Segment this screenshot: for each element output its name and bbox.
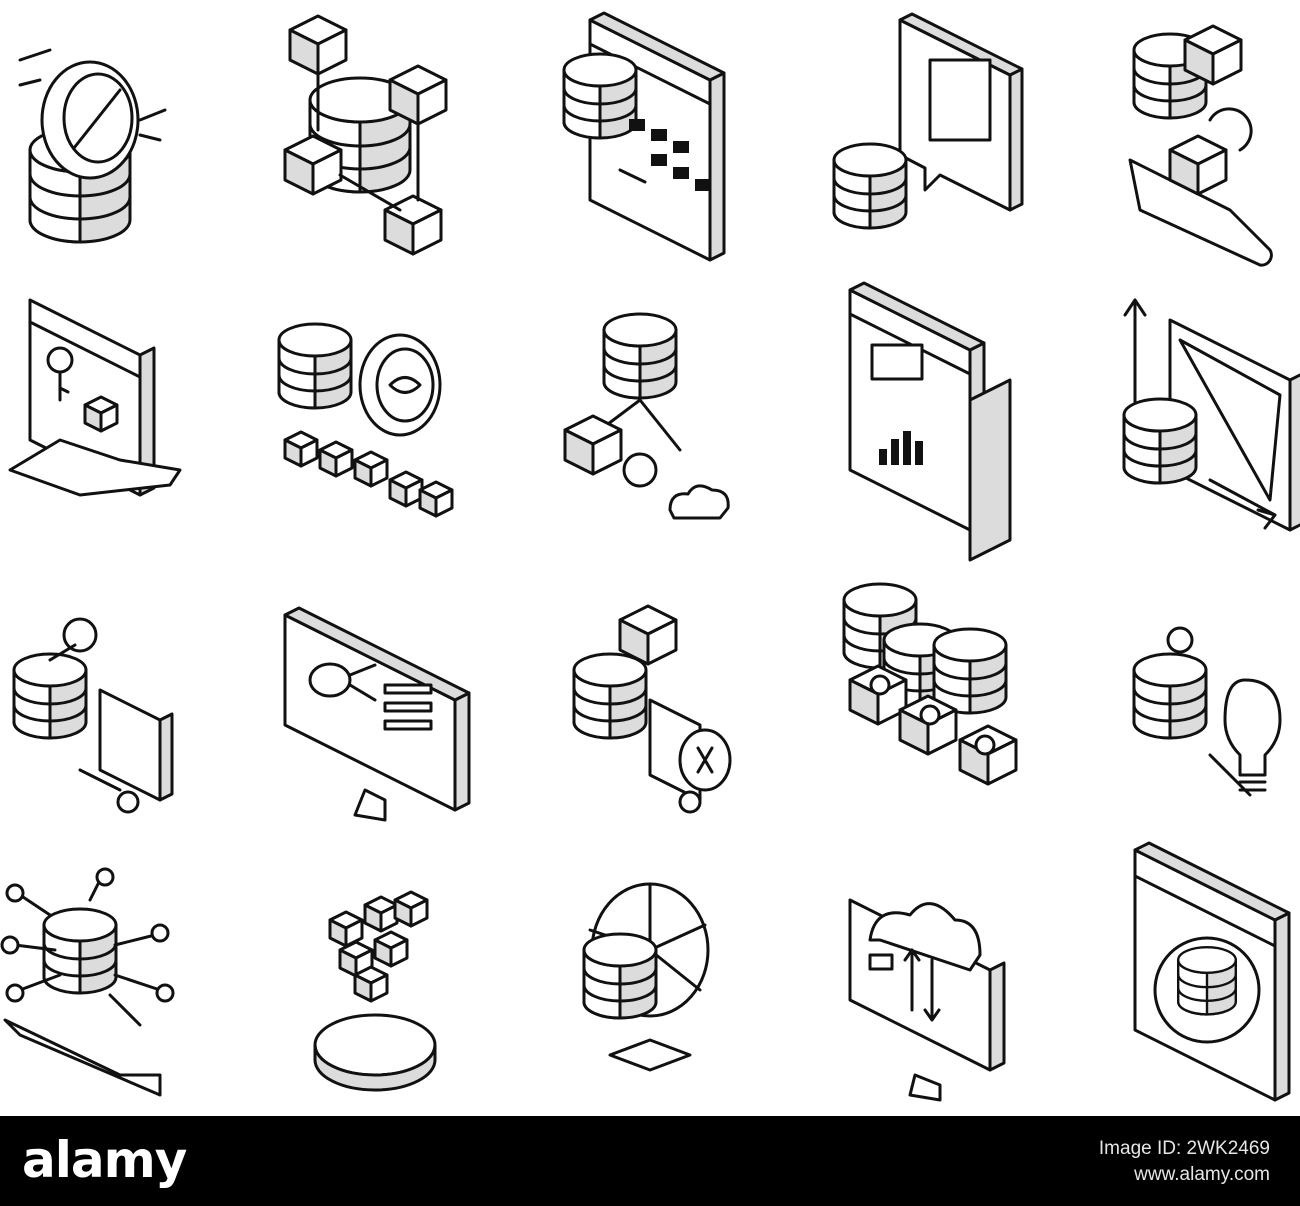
database-team-icon [842, 582, 1018, 786]
image-id-label: Image ID: 2WK2469 [1098, 1138, 1270, 1159]
brand-logo: alamy [22, 1131, 187, 1189]
database-network-icon [283, 14, 448, 256]
site-url: www.alamy.com [1134, 1164, 1270, 1185]
data-cubes-platform-icon [313, 890, 437, 1092]
database-key-hand-icon [8, 298, 182, 497]
database-hub-icon [0, 867, 175, 1097]
database-sync-icon [1128, 24, 1273, 267]
cloud-transfer-monitor-icon [848, 898, 1006, 1102]
database-dashboard-icon [848, 281, 1012, 562]
footer-info: Image ID: 2WK2469 www.alamy.com [1099, 1136, 1270, 1188]
database-monitor-chat-icon [832, 12, 1024, 230]
database-hourglass-icon [572, 604, 732, 814]
database-shield-icon [18, 48, 167, 244]
database-document-link-icon [12, 617, 174, 814]
database-settings-window-icon [1133, 841, 1291, 1102]
database-calendar-icon [562, 11, 726, 262]
database-eye-search-icon [277, 322, 454, 518]
database-pie-chart-icon [582, 882, 710, 1072]
database-idea-icon [1132, 626, 1282, 797]
database-growth-chart-icon [1122, 298, 1300, 532]
watermark-footer-bar: alamy Image ID: 2WK2469 www.alamy.com [0, 1116, 1300, 1206]
monitor-mindmap-icon [283, 606, 471, 822]
database-cloud-tree-icon [563, 312, 730, 520]
icon-set-illustration [0, 11, 1300, 1102]
